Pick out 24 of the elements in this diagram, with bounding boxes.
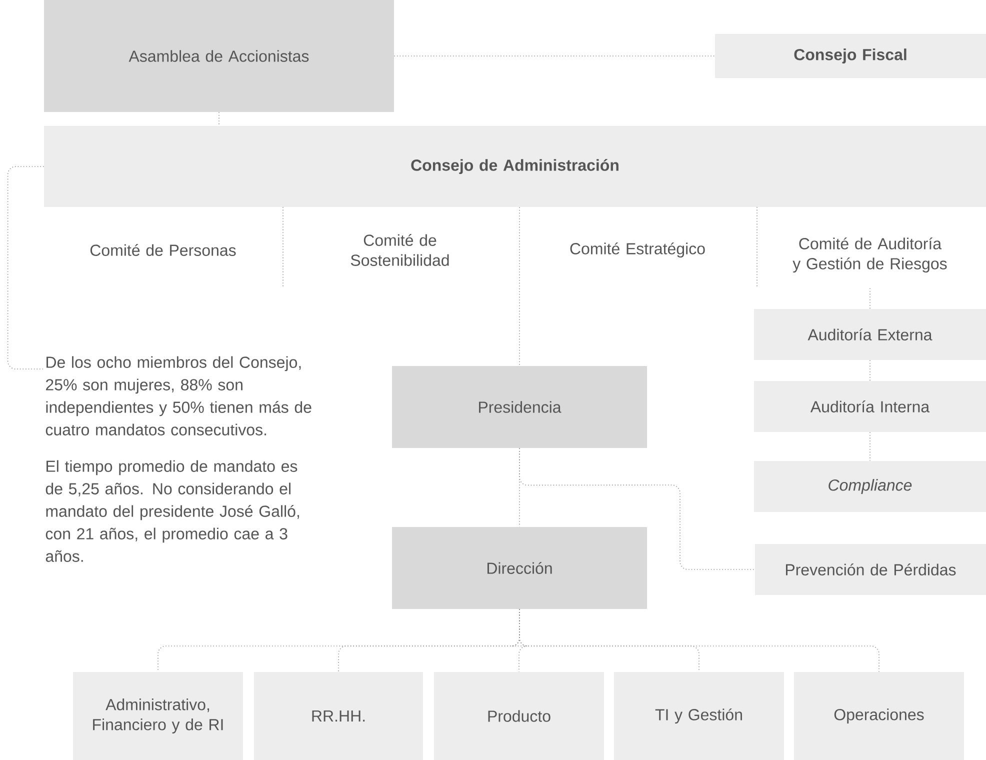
- connector-line: [519, 448, 756, 570]
- committee-label: Comité de Auditoría y Gestión de Riesgos: [792, 237, 947, 273]
- org-box: Consejo Fiscal: [715, 34, 986, 78]
- org-box: Producto: [434, 672, 604, 760]
- connector-line: [218, 112, 220, 126]
- connector-line: [519, 608, 880, 672]
- org-box: Presidencia: [392, 366, 647, 448]
- org-box: Dirección: [392, 527, 647, 609]
- org-box: Administrativo, Financiero y de RI: [73, 672, 243, 760]
- org-box: Auditoría Externa: [754, 309, 986, 360]
- committee-label: Comité de Sostenibilidad: [350, 234, 449, 266]
- org-box: Compliance: [754, 461, 986, 512]
- org-box: Auditoría Interna: [754, 381, 986, 432]
- committee-label: Comité Estratégico: [570, 242, 705, 258]
- org-box: TI y Gestión: [614, 672, 784, 760]
- org-box: Operaciones: [794, 672, 964, 760]
- org-box: Asamblea de Accionistas: [44, 0, 394, 112]
- org-box: RR.HH.: [254, 672, 423, 760]
- leader-line: [7, 166, 44, 370]
- org-box: Consejo de Administración: [44, 126, 986, 207]
- committee-label: Comité de Personas: [90, 244, 236, 256]
- note-text: De los ocho miembros del Consejo, 25% son mujeres, 88% son independientes y 50% tienen más de cuatro mandatos consecutivos. El tiempo promedio de mandato es de 5,25 años. No considerando el mandato del presidente José Galló, con 21 años, el promedio cae a 3 años.: [46, 356, 312, 562]
- org-box: Prevención de Pérdidas: [755, 544, 986, 595]
- connector-line: [519, 206, 520, 366]
